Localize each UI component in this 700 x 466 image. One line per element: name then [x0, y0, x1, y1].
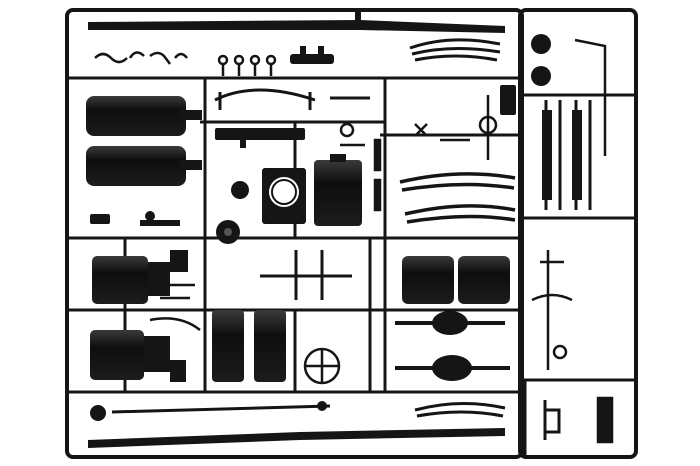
leaf-spring-middle: [399, 172, 516, 224]
right-panel-lower: [531, 250, 614, 444]
small-parts-left: [90, 211, 180, 226]
fuel-tank-lower: [86, 146, 202, 186]
right-panel-parts: [531, 34, 607, 210]
rear-axle: [395, 355, 510, 381]
seat-backs: [212, 310, 286, 382]
chassis-rail-bottom: [88, 428, 505, 448]
crossmember-parts: [214, 88, 370, 110]
chassis-rail-top: [88, 10, 505, 33]
bracket-block: [500, 85, 516, 115]
radiator-bar: [215, 128, 305, 148]
front-axle: [395, 311, 505, 335]
sprue-frame: [65, 8, 638, 459]
seat-cushions: [402, 256, 510, 304]
leaf-spring-bottom: [414, 402, 506, 418]
engine-block-lower: [90, 330, 186, 382]
engine-block-upper: [92, 250, 188, 304]
steering-parts: [339, 122, 382, 212]
transmission-parts: [414, 95, 498, 160]
small-hooks-row: [94, 51, 277, 76]
radiator-grille: [262, 168, 306, 224]
driveshaft: [90, 401, 331, 421]
headlight-part: [216, 181, 249, 244]
leaf-spring-top: [409, 38, 501, 62]
steering-wheel: [303, 347, 341, 385]
battery-box: [314, 154, 362, 226]
fuel-tank-upper: [86, 96, 202, 136]
bumper-bracket: [290, 46, 334, 64]
exhaust-pipes: [149, 283, 201, 331]
frame-crossmember: [260, 250, 352, 300]
